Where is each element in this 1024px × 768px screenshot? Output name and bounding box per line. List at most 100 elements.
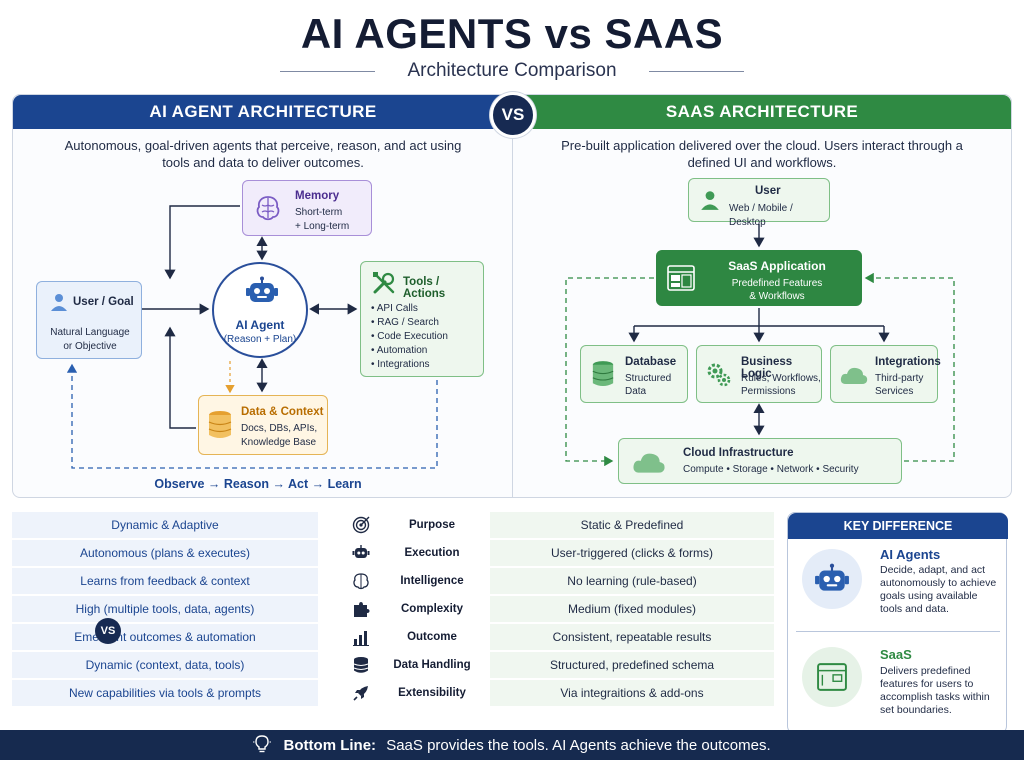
bottom-line-banner: Bottom Line: SaaS provides the tools. AI… — [0, 730, 1024, 760]
agent-cell: High (multiple tools, data, agents) — [12, 596, 318, 622]
app-window-icon — [817, 663, 847, 691]
table-row: High (multiple tools, data, agents) Comp… — [12, 596, 774, 622]
tools-icon — [373, 272, 395, 294]
cloud-icon — [840, 367, 868, 384]
table-row: Learns from feedback & context Intellige… — [12, 568, 774, 594]
bar-chart-icon — [353, 631, 369, 646]
key-difference-card: KEY DIFFERENCE AI Agents Decide, adapt, … — [787, 512, 1008, 734]
app-window-icon — [667, 265, 695, 291]
criteria-label: Intelligence — [400, 575, 464, 587]
saas-database-box: Database Structured Data — [580, 345, 688, 403]
saas-user-text: Web / Mobile / Desktop — [729, 203, 793, 228]
robot-icon — [352, 545, 370, 558]
database-title: Database — [625, 356, 677, 368]
vs-badge: VS — [490, 92, 536, 138]
table-row: Emergent outcomes & automation Outcome C… — [12, 624, 774, 650]
subtitle-divider-right — [649, 71, 744, 72]
ai-agent-heading: AI AGENT ARCHITECTURE — [13, 95, 513, 129]
saas-heading: SAAS ARCHITECTURE — [513, 95, 1011, 129]
header: AI AGENTS vs SAAS Architecture Compariso… — [0, 0, 1024, 92]
user-icon — [51, 294, 67, 311]
business-logic-line-1: Rules, Workflows, — [741, 373, 821, 384]
criteria-cell: Data Handling — [322, 652, 486, 678]
data-context-line-1: Docs, DBs, APIs, — [241, 423, 318, 434]
criteria-cell: Outcome — [322, 624, 486, 650]
saas-app-title: SaaS Application — [728, 259, 826, 273]
criteria-cell: Execution — [322, 540, 486, 566]
list-item: • Automation — [371, 345, 428, 356]
database-line-2: Data — [625, 386, 647, 397]
robot-icon — [815, 563, 849, 591]
integrations-title: Integrations — [875, 356, 941, 368]
robot-icon — [246, 276, 278, 302]
saas-description: Pre-built application delivered over the… — [561, 138, 963, 170]
tools-actions-box: Tools / Actions • API Calls • RAG / Sear… — [360, 261, 484, 377]
ai-agent-title: AI Agent — [235, 318, 285, 332]
database-icon — [353, 657, 369, 673]
agent-cell: Dynamic (context, data, tools) — [12, 652, 318, 678]
memory-line-1: Short-term — [295, 207, 343, 218]
saas-cell: User-triggered (clicks & forms) — [490, 540, 774, 566]
saas-cell: Structured, predefined schema — [490, 652, 774, 678]
business-logic-title: Business Logic — [741, 356, 793, 380]
cloud-infrastructure-box: Cloud Infrastructure Compute • Storage •… — [618, 438, 902, 484]
list-item: • Code Execution — [371, 331, 448, 342]
table-row: Dynamic & Adaptive Purpose Static & Pred… — [12, 512, 774, 538]
saas-cell: No learning (rule-based) — [490, 568, 774, 594]
table-row: Autonomous (plans & executes) Execution … — [12, 540, 774, 566]
saas-cell: Consistent, repeatable results — [490, 624, 774, 650]
key-difference-heading: KEY DIFFERENCE — [788, 513, 1008, 539]
comparison-table: Dynamic & Adaptive Purpose Static & Pred… — [12, 512, 774, 708]
criteria-cell: Purpose — [322, 512, 486, 538]
saas-app-line-2: & Workflows — [749, 291, 805, 302]
user-goal-text: Natural Language or Objective — [50, 327, 130, 352]
agent-cell: Emergent outcomes & automation — [12, 624, 318, 650]
brain-icon — [353, 573, 369, 590]
agent-cell: New capabilities via tools & prompts — [12, 680, 318, 706]
criteria-label: Extensibility — [398, 687, 466, 699]
criteria-label: Purpose — [408, 519, 455, 531]
agent-cell: Autonomous (plans & executes) — [12, 540, 318, 566]
saas-cell: Static & Predefined — [490, 512, 774, 538]
list-item: • Integrations — [371, 359, 430, 370]
subtitle-divider-left — [280, 71, 375, 72]
criteria-label: Execution — [404, 547, 460, 559]
list-item: • API Calls — [371, 303, 418, 314]
brain-icon — [256, 196, 280, 221]
agent-loop-label: Observe → Reason → Act → Learn — [154, 477, 362, 491]
bottom-line-label: Bottom Line: — [283, 737, 377, 754]
data-context-title: Data & Context — [241, 406, 324, 418]
cloud-icon — [633, 453, 665, 473]
ai-agent-node: AI Agent (Reason + Plan) — [212, 262, 308, 358]
table-row: Dynamic (context, data, tools) Data Hand… — [12, 652, 774, 678]
saas-application-box: SaaS Application Predefined Features & W… — [656, 250, 862, 306]
agent-cell: Dynamic & Adaptive — [12, 512, 318, 538]
ai-agent-description: Autonomous, goal-driven agents that perc… — [64, 138, 462, 170]
database-icon — [592, 361, 614, 386]
key-vs-badge: VS — [95, 618, 121, 644]
tools-list: • API Calls • RAG / Search • Code Execut… — [371, 302, 448, 372]
criteria-cell: Complexity — [322, 596, 486, 622]
subtitle-row: Architecture Comparison — [280, 60, 744, 82]
user-icon — [701, 191, 719, 210]
integrations-line-1: Third-party — [875, 373, 924, 384]
list-item: • RAG / Search — [371, 317, 439, 328]
user-goal-box: User / Goal Natural Language or Objectiv… — [36, 281, 142, 359]
cloud-title: Cloud Infrastructure — [683, 447, 794, 459]
criteria-label: Complexity — [401, 603, 463, 615]
page-subtitle: Architecture Comparison — [407, 60, 617, 81]
saas-app-line-1: Predefined Features — [731, 278, 823, 289]
criteria-cell: Extensibility — [322, 680, 486, 706]
criteria-cell: Intelligence — [322, 568, 486, 594]
ai-agent-subtitle: (Reason + Plan) — [223, 334, 297, 345]
business-logic-box: Business Logic Rules, Workflows, Permiss… — [696, 345, 822, 403]
saas-user-title: User — [755, 185, 781, 197]
tools-title: Tools / Actions — [403, 276, 446, 300]
saas-badge — [802, 647, 862, 707]
saas-cell: Via integraitions & add-ons — [490, 680, 774, 706]
memory-title: Memory — [295, 190, 340, 202]
card-divider — [796, 631, 1000, 632]
table-row: New capabilities via tools & prompts Ext… — [12, 680, 774, 706]
lightbulb-icon — [253, 735, 272, 753]
memory-line-2: + Long-term — [295, 221, 350, 232]
